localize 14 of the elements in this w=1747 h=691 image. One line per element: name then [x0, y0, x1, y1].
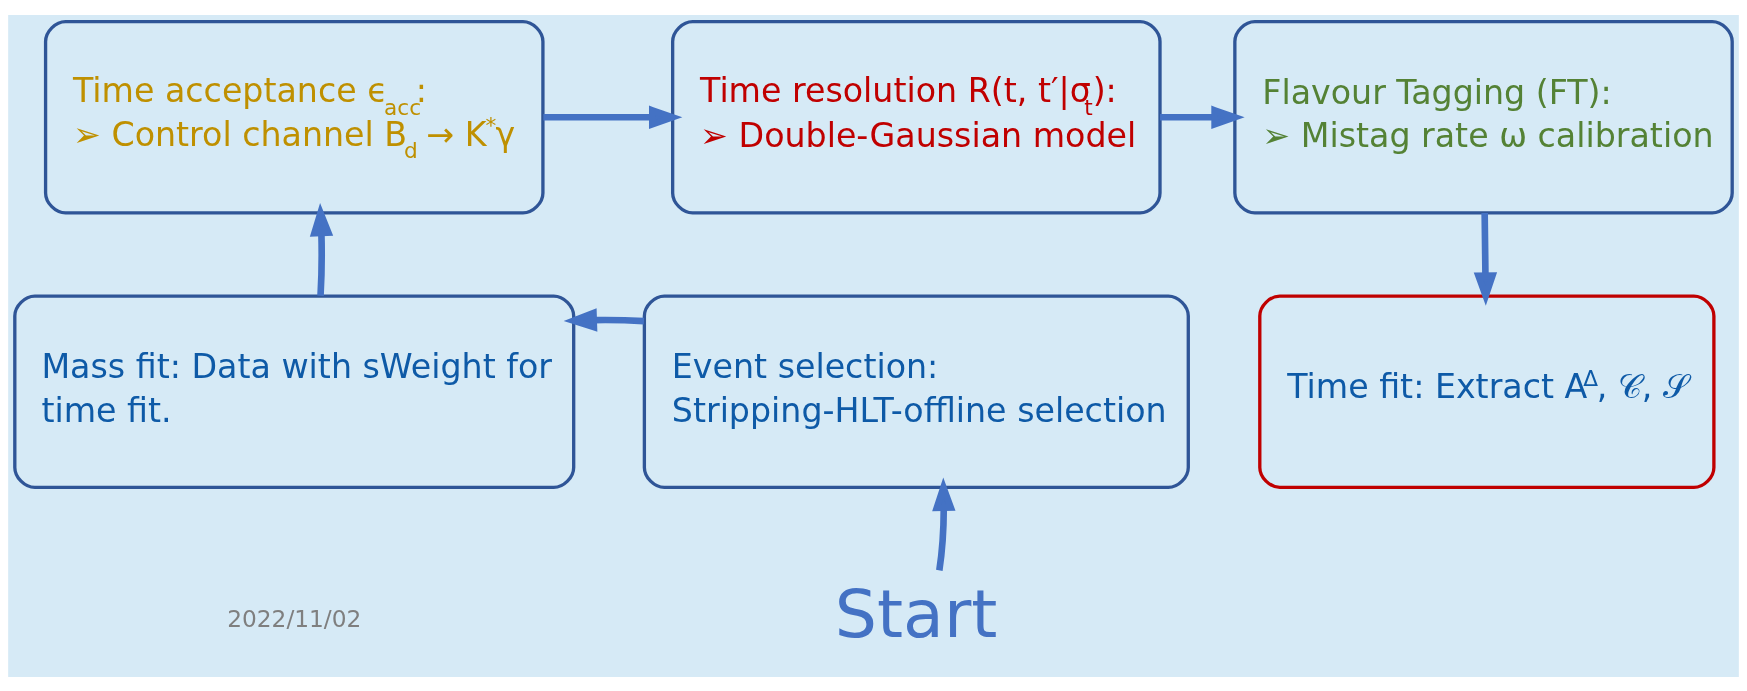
node-box: Flavour Tagging (FT): ➢ Mistag rate ω calibration [1233, 19, 1734, 215]
arrow [1160, 105, 1245, 129]
node-box: Time resolution R(t, t′|σ$_{t}$): ➢ Double-Gaussian model [671, 19, 1162, 215]
arrow [1473, 212, 1498, 306]
arrow [543, 105, 683, 129]
arrow [309, 202, 334, 296]
node-box: Event selection: Stripping-HLT-offline selection [642, 293, 1190, 489]
label: 2022/11/02 [227, 604, 362, 632]
arrow [563, 307, 645, 332]
arrow [932, 477, 956, 571]
node-box: Mass fit: Data with sWeight for time fit. [13, 293, 576, 489]
node-box: Time acceptance ϵ$_{acc}$: ➢ Control channel B$_{d}$ → K$^{*}$γ [43, 19, 545, 215]
node-text: Start [834, 574, 998, 653]
node-box: Time fit: Extract A$^{Δ}$, 𝒞, 𝒮 [1258, 293, 1716, 489]
